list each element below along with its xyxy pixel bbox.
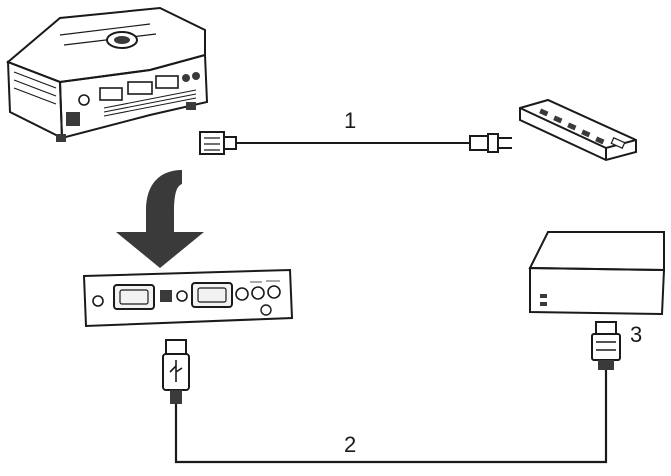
usb-cable bbox=[174, 370, 608, 464]
callout-1-label: 1 bbox=[344, 108, 356, 133]
power-cable bbox=[199, 131, 512, 155]
rear-panel-icon bbox=[82, 268, 294, 328]
projector-icon bbox=[6, 6, 209, 142]
power-strip-icon bbox=[519, 98, 637, 162]
callout-2-label: 2 bbox=[344, 432, 356, 457]
callout-3-label: 3 bbox=[630, 322, 642, 347]
usb-connector-icon bbox=[591, 321, 621, 370]
usb-plug-icon bbox=[162, 339, 190, 404]
computer-icon bbox=[528, 231, 666, 316]
down-arrow-icon bbox=[116, 170, 204, 268]
